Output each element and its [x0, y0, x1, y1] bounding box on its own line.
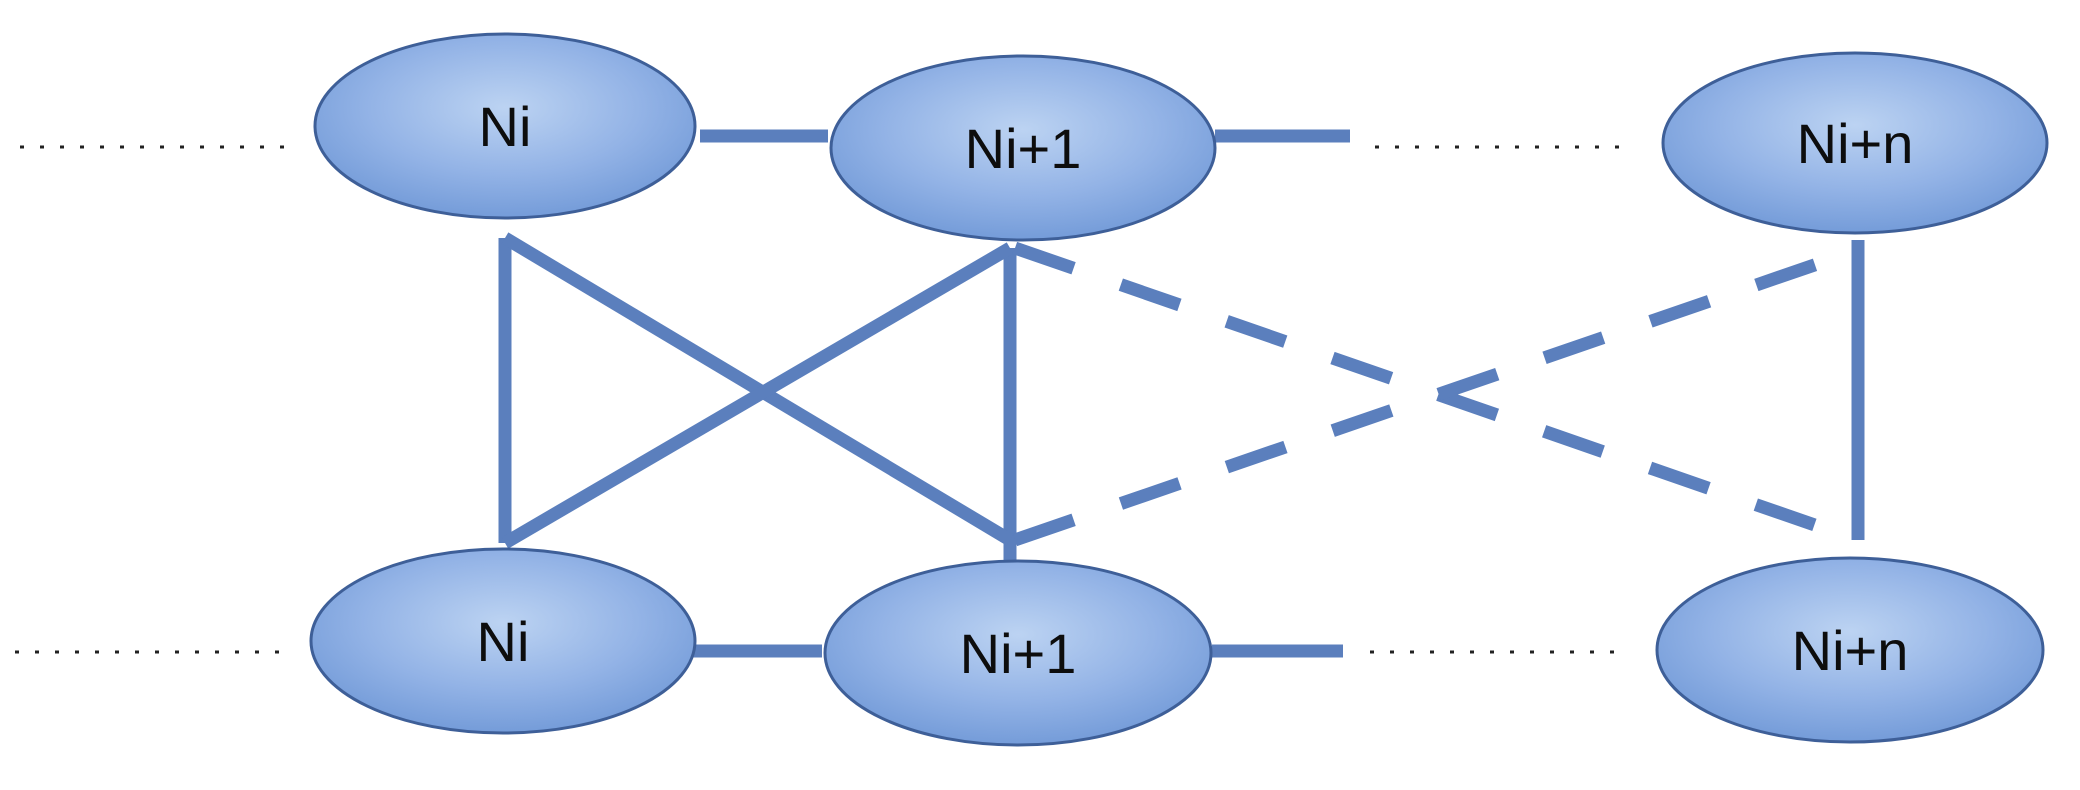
node-bottom-2-label: Ni+1 — [960, 622, 1077, 685]
edge-dashed-bottom-2-to-top-3 — [1012, 243, 1861, 547]
node-bottom-3-label: Ni+n — [1792, 619, 1909, 682]
node-top-3: Ni+n — [1661, 51, 2049, 235]
node-top-2: Ni+1 — [829, 54, 1217, 242]
node-bottom-2: Ni+1 — [823, 559, 1213, 747]
node-top-1-label: Ni — [479, 95, 532, 158]
node-top-2-label: Ni+1 — [965, 117, 1082, 180]
edge-bottom-1-to-top-2 — [501, 242, 1014, 549]
node-bottom-1: Ni — [309, 547, 697, 735]
edge-dashed-top-2-to-bottom-3 — [1012, 241, 1861, 547]
node-top-3-label: Ni+n — [1797, 112, 1914, 175]
node-top-1: Ni — [313, 32, 697, 220]
node-bottom-3: Ni+n — [1655, 556, 2045, 744]
node-bottom-1-label: Ni — [477, 610, 530, 673]
